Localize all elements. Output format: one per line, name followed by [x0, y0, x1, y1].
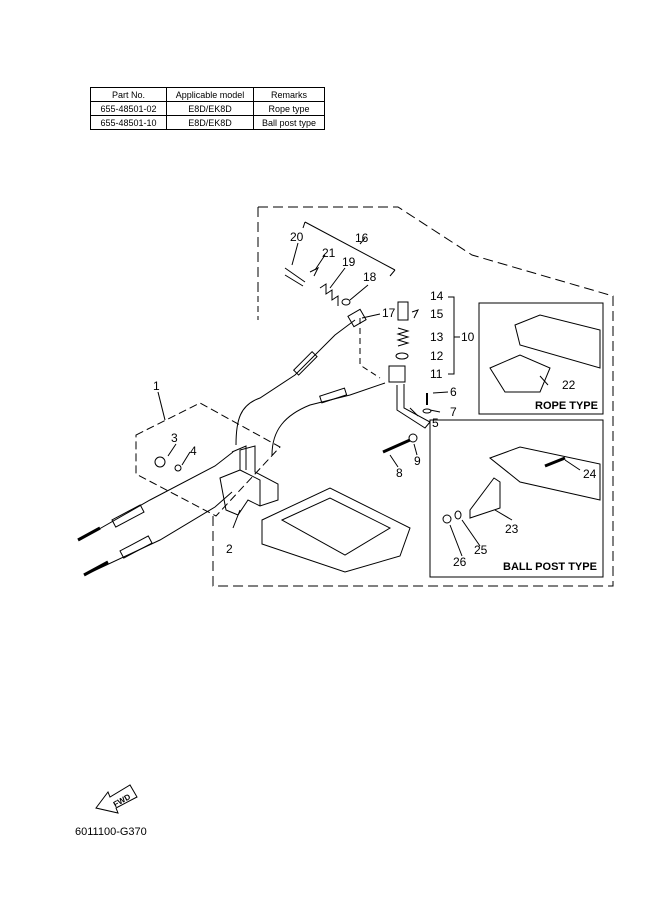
joint-17: [347, 308, 367, 328]
ball-post-type-box: [429, 419, 604, 578]
rope-inset-pan: [514, 314, 601, 369]
spring-13: [396, 327, 410, 347]
link-rod: [396, 384, 431, 429]
cable-end-rod: [77, 526, 101, 542]
callout-13: 13: [430, 330, 444, 344]
group16-bracket: [302, 221, 396, 277]
callout-21: 21: [322, 246, 336, 260]
leader-lines: [167, 242, 581, 557]
rope-type-box: [478, 302, 604, 415]
rope-inset-clamp: [489, 354, 551, 393]
nut-26: [442, 514, 452, 524]
cable-sleeve: [111, 504, 145, 528]
callout-23: 23: [505, 522, 519, 536]
callout-3: 3: [171, 431, 178, 445]
nut-9: [408, 433, 418, 443]
cable-bracket: [219, 445, 279, 516]
callout-9: 9: [414, 454, 421, 468]
part-no-cell: 655-48501-10: [90, 115, 167, 130]
callout-22: 22: [562, 378, 576, 392]
pin-14: [397, 301, 409, 321]
callout-20: 20: [290, 230, 304, 244]
bolt-8: [382, 438, 411, 454]
engine-pan-outline: [261, 487, 411, 573]
washer-7: [422, 408, 432, 414]
diagram-code: 6011100-G370: [75, 826, 147, 838]
washer-4: [174, 464, 182, 472]
group10-bracket: [448, 296, 460, 375]
group1-leader: [157, 391, 166, 421]
parts-table-header: Part No. Applicable model Remarks: [90, 87, 325, 102]
spring-19: [319, 283, 339, 306]
rope-type-label: ROPE TYPE: [535, 400, 598, 412]
callout-2: 2: [226, 542, 233, 556]
cable-lower: [84, 491, 233, 576]
table-row: 655-48501-10 E8D/EK8D Ball post type: [90, 115, 325, 130]
engine-pan-inner: [280, 497, 392, 556]
throttle-cable: [235, 319, 356, 446]
callout-12: 12: [430, 349, 444, 363]
callout-25: 25: [474, 543, 488, 557]
cable-sleeve: [319, 387, 348, 404]
cable-end-rod: [83, 560, 109, 577]
washer-18: [341, 298, 351, 306]
callout-15: 15: [430, 307, 444, 321]
block-11: [388, 365, 406, 383]
parts-table: Part No. Applicable model Remarks 655-48…: [90, 87, 325, 130]
ball-inset-bracket: [469, 477, 501, 519]
callout-14: 14: [430, 289, 444, 303]
ball-post-type-label: BALL POST TYPE: [503, 561, 597, 573]
callout-4: 4: [190, 444, 197, 458]
cable-bracket-detail: [231, 445, 261, 506]
callout-5: 5: [432, 416, 439, 430]
callout-7: 7: [450, 405, 457, 419]
clip-21: [309, 266, 320, 277]
callout-16: 16: [355, 231, 369, 245]
bolt-24: [544, 456, 566, 468]
group1-dashed-outline: [135, 402, 281, 517]
model-cell: E8D/EK8D: [166, 115, 254, 130]
callout-8: 8: [396, 466, 403, 480]
washer-25: [454, 510, 462, 520]
callout-17: 17: [382, 306, 396, 320]
callout-19: 19: [342, 255, 356, 269]
pin-20: [284, 267, 306, 287]
callout-26: 26: [453, 555, 467, 569]
callout-10: 10: [461, 330, 475, 344]
bolt-3: [154, 456, 166, 468]
cable-sleeve: [119, 535, 153, 559]
cable-upper: [79, 451, 234, 541]
cable-sleeve: [292, 350, 318, 376]
fwd-arrow-icon: FWD: [95, 784, 138, 814]
shift-cable: [271, 382, 386, 456]
remarks-cell: Ball post type: [253, 115, 325, 130]
callout-18: 18: [363, 270, 377, 284]
ball-inset-pan: [488, 446, 601, 501]
assembly-dashed-outline: [212, 206, 614, 587]
callout-24: 24: [583, 467, 597, 481]
callout-1: 1: [153, 379, 160, 393]
clip-15: [411, 309, 419, 319]
callout-11: 11: [430, 367, 443, 381]
washer-12: [395, 352, 409, 360]
bracket-dashed-line: [359, 318, 381, 379]
callout-6: 6: [450, 385, 457, 399]
